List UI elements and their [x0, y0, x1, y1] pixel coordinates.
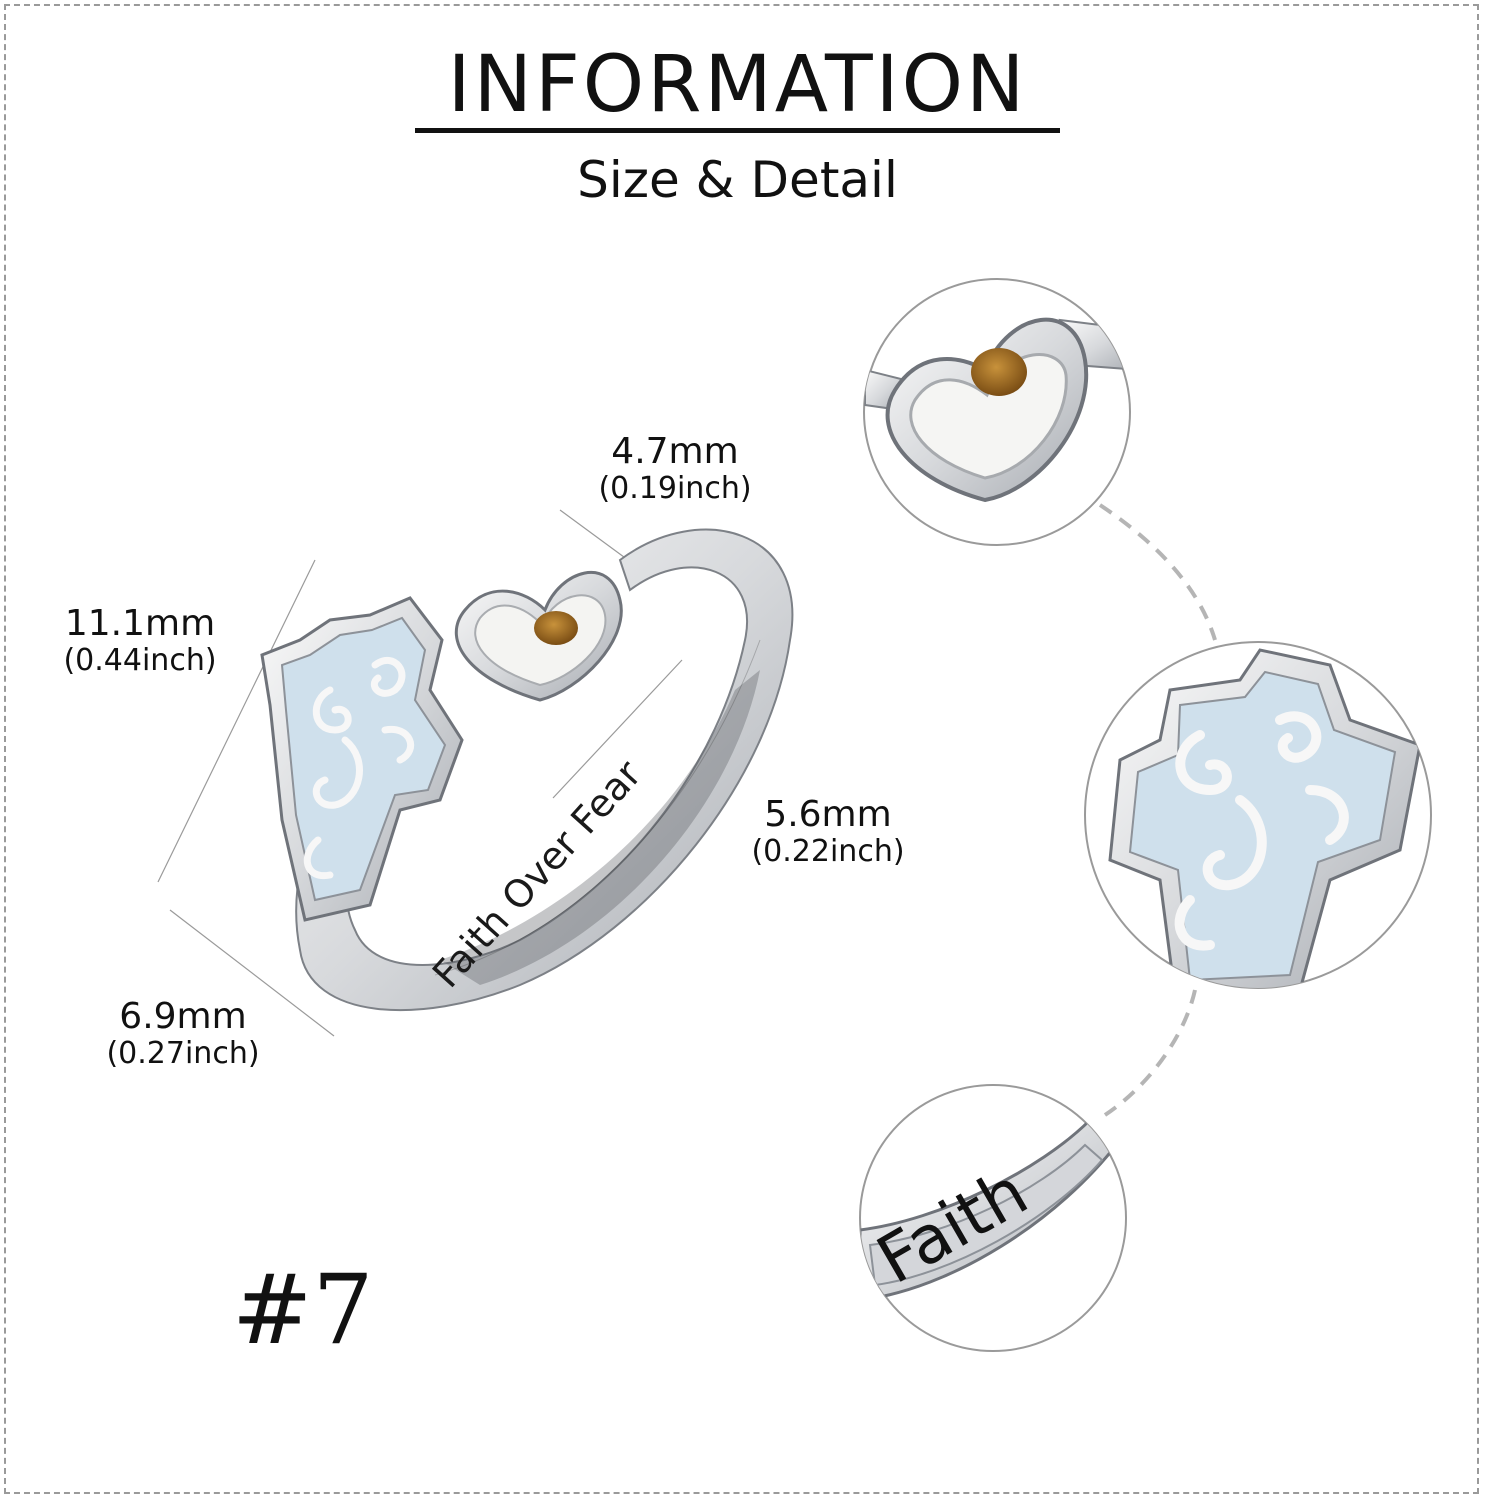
dimension-cross-width: 6.9mm (0.27inch) — [83, 997, 283, 1071]
model-number: #7 — [232, 1254, 374, 1366]
detail-circle-cross — [1084, 641, 1432, 989]
heart-charm — [454, 570, 623, 702]
page-title: INFORMATION — [447, 40, 1028, 130]
cross-charm — [260, 596, 464, 922]
dimension-cross-height: 11.1mm (0.44inch) — [40, 604, 240, 678]
dimension-band-width: 5.6mm (0.22inch) — [728, 795, 928, 869]
dimension-inch: (0.44inch) — [63, 643, 217, 678]
dimension-guides — [157, 509, 683, 1037]
mustard-seed — [534, 611, 578, 645]
dimension-mm: 6.9mm — [119, 996, 247, 1037]
guide-line-left — [157, 559, 316, 883]
detail-circle-engraving: Faith — [859, 1084, 1127, 1352]
dimension-mm: 4.7mm — [611, 431, 739, 472]
connector-lines — [1098, 503, 1217, 1117]
connector-top — [1098, 503, 1217, 641]
dimension-mm: 5.6mm — [764, 794, 892, 835]
guide-line-bottom — [169, 909, 335, 1037]
dimension-inch: (0.27inch) — [106, 1036, 260, 1071]
dimension-heart-width: 4.7mm (0.19inch) — [575, 432, 775, 506]
dashed-border — [4, 4, 1479, 1494]
title-underline — [415, 128, 1060, 133]
detail-circle-heart — [863, 278, 1131, 546]
guide-line-middle — [552, 659, 683, 799]
page-subtitle: Size & Detail — [577, 151, 898, 209]
guide-line-top — [559, 509, 629, 561]
dimension-mm: 11.1mm — [64, 603, 216, 644]
dimension-inch: (0.22inch) — [751, 834, 905, 869]
connector-bottom — [1103, 989, 1197, 1117]
dimension-inch: (0.19inch) — [598, 471, 752, 506]
